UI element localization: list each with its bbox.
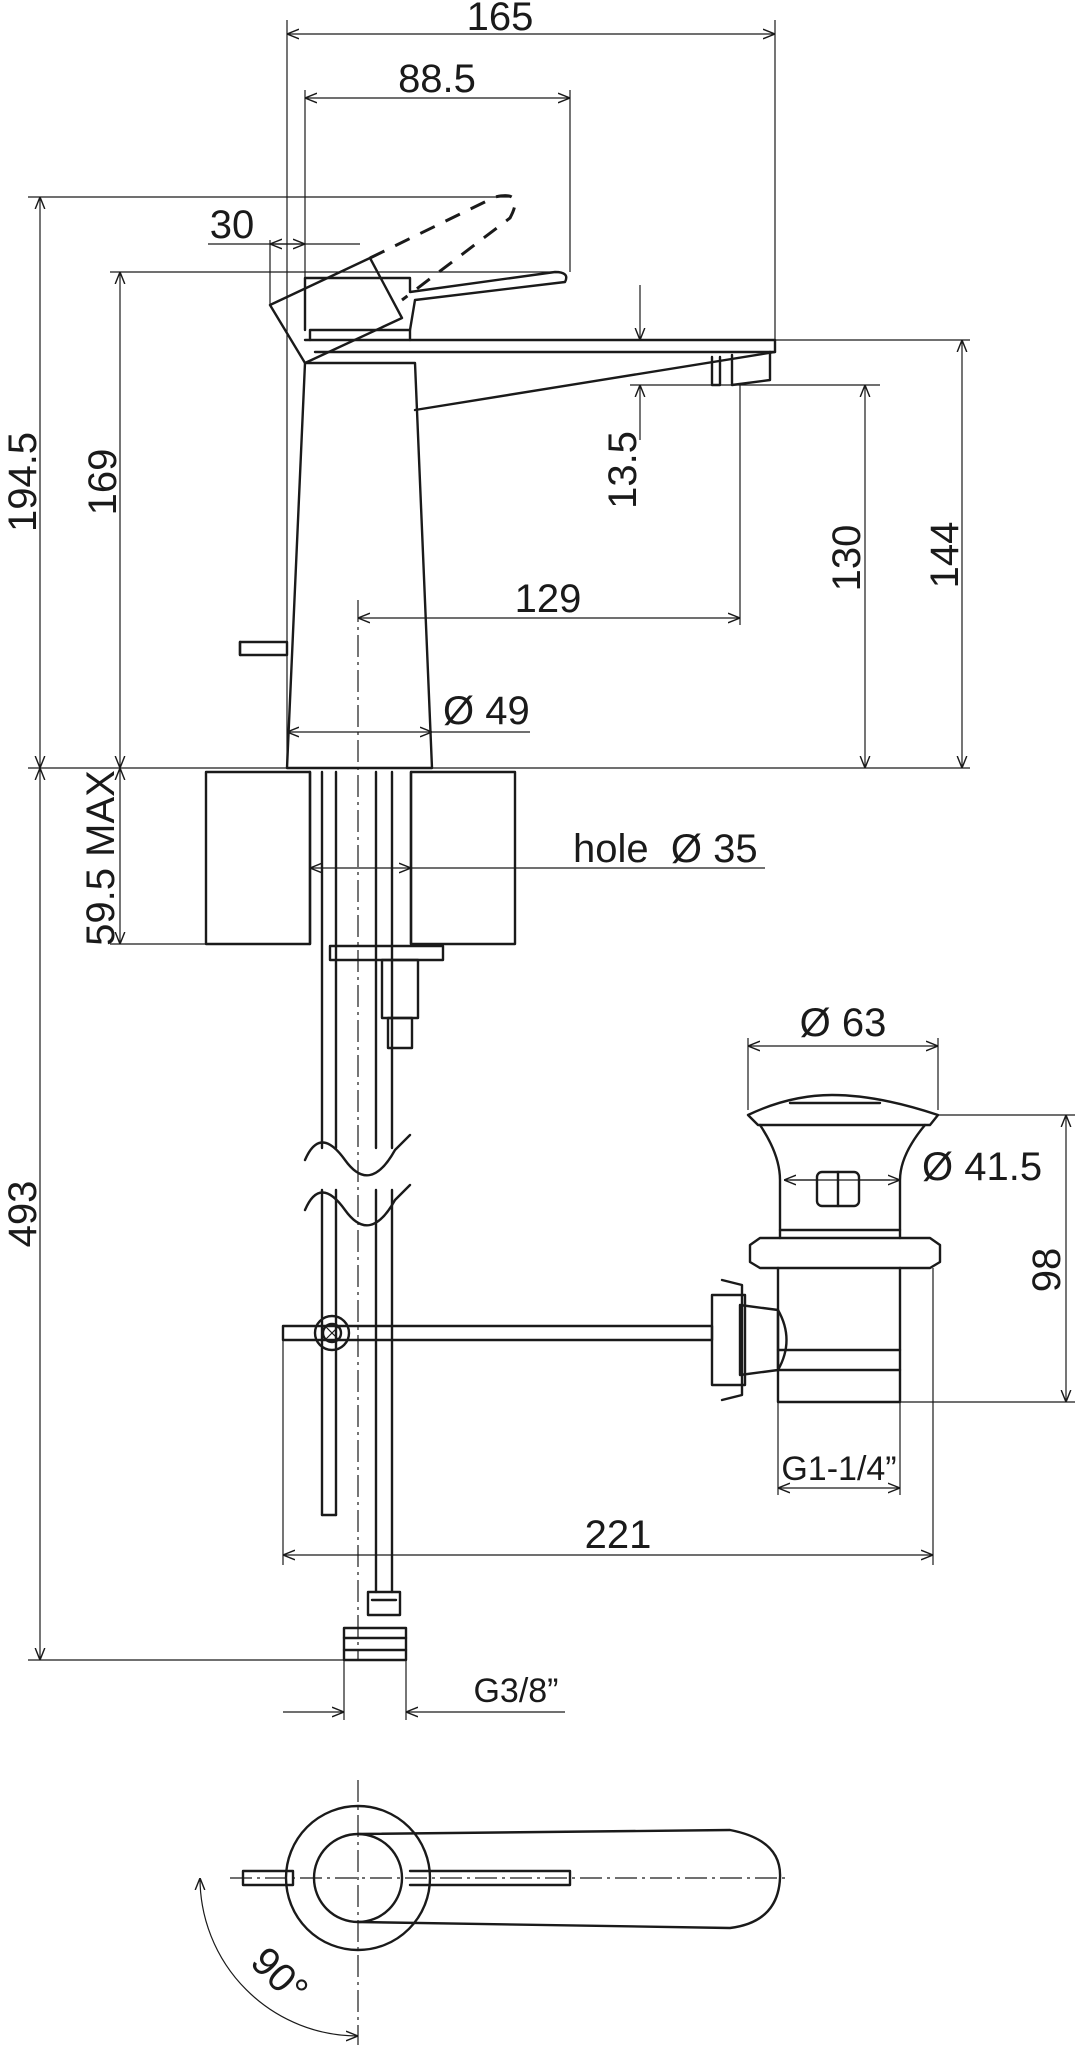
dim-165: 165: [467, 0, 534, 39]
dim-98: 98: [1025, 1248, 1069, 1293]
dim-diameter-41-5: Ø 41.5: [922, 1145, 1042, 1189]
dim-13-5: 13.5: [601, 431, 645, 509]
dim-169: 169: [81, 449, 125, 516]
dim-59-5-max: 59.5 MAX: [79, 770, 123, 946]
dim-angle-90: 90°: [242, 1939, 316, 2013]
faucet-top-view: [200, 1780, 790, 2045]
dim-129: 129: [515, 577, 582, 621]
dim-30: 30: [210, 203, 255, 247]
dim-130: 130: [825, 525, 869, 592]
dim-221: 221: [585, 1513, 652, 1557]
supply-hoses: [281, 770, 714, 1662]
dim-g3-8: G3/8”: [473, 1672, 558, 1710]
dim-88-5: 88.5: [398, 57, 476, 101]
pop-up-waste: [710, 1093, 942, 1404]
dim-493: 493: [1, 1181, 45, 1248]
dimension-labels: 165 88.5 30 194.5 169 13.5 130 144 129 Ø…: [1, 0, 1069, 2013]
dim-diameter-63: Ø 63: [800, 1001, 887, 1045]
dim-diameter-49: Ø 49: [443, 689, 530, 733]
faucet-body: [238, 194, 777, 770]
countertop-section: [204, 770, 517, 1050]
dimension-lines: [28, 20, 1075, 1720]
dim-g1-1-4: G1-1/4”: [781, 1450, 896, 1488]
dim-144: 144: [923, 522, 967, 589]
dim-hole-35: hole Ø 35: [573, 827, 758, 871]
dim-194-5: 194.5: [1, 432, 45, 532]
